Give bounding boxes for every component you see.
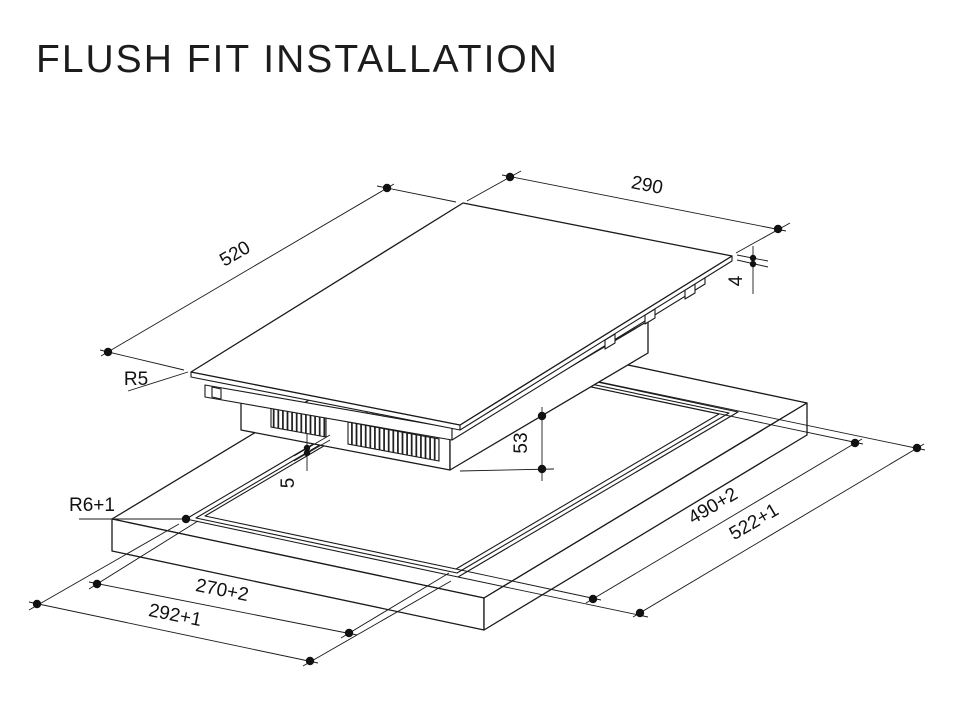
dim-recess-width: 292+1 [28, 523, 452, 667]
dim-label-glass-width: 290 [629, 172, 664, 199]
vent-grille-right [347, 421, 440, 462]
dim-label-glass-corner-radius: R5 [124, 369, 148, 390]
dim-label-body-height: 53 [511, 432, 532, 453]
cooktop [190, 202, 733, 471]
dim-label-glass-thickness: 4 [726, 275, 747, 286]
dim-recess-corner-radius: R6+1 [69, 495, 191, 524]
dim-label-cutout-width: 270+2 [194, 575, 250, 606]
glass-top-face [190, 202, 733, 426]
dim-label-recess-corner-radius: R6+1 [69, 495, 115, 516]
page-title: FLUSH FIT INSTALLATION [36, 38, 559, 81]
dim-recess-step-depth: 5 [278, 433, 331, 489]
dim-label-recess-width: 292+1 [147, 600, 203, 631]
dim-label-glass-depth: 520 [216, 237, 254, 271]
dim-glass-width: 290 [466, 170, 791, 254]
dim-body-height: 53 [459, 407, 555, 481]
dim-label-recess-length: 522+1 [726, 500, 783, 545]
worktop-side-face [483, 402, 808, 631]
mounting-tab [211, 386, 222, 400]
dim-glass-corner-radius: R5 [124, 369, 189, 392]
dim-glass-thickness: 4 [726, 246, 769, 294]
dim-label-recess-step-depth: 5 [278, 478, 299, 489]
